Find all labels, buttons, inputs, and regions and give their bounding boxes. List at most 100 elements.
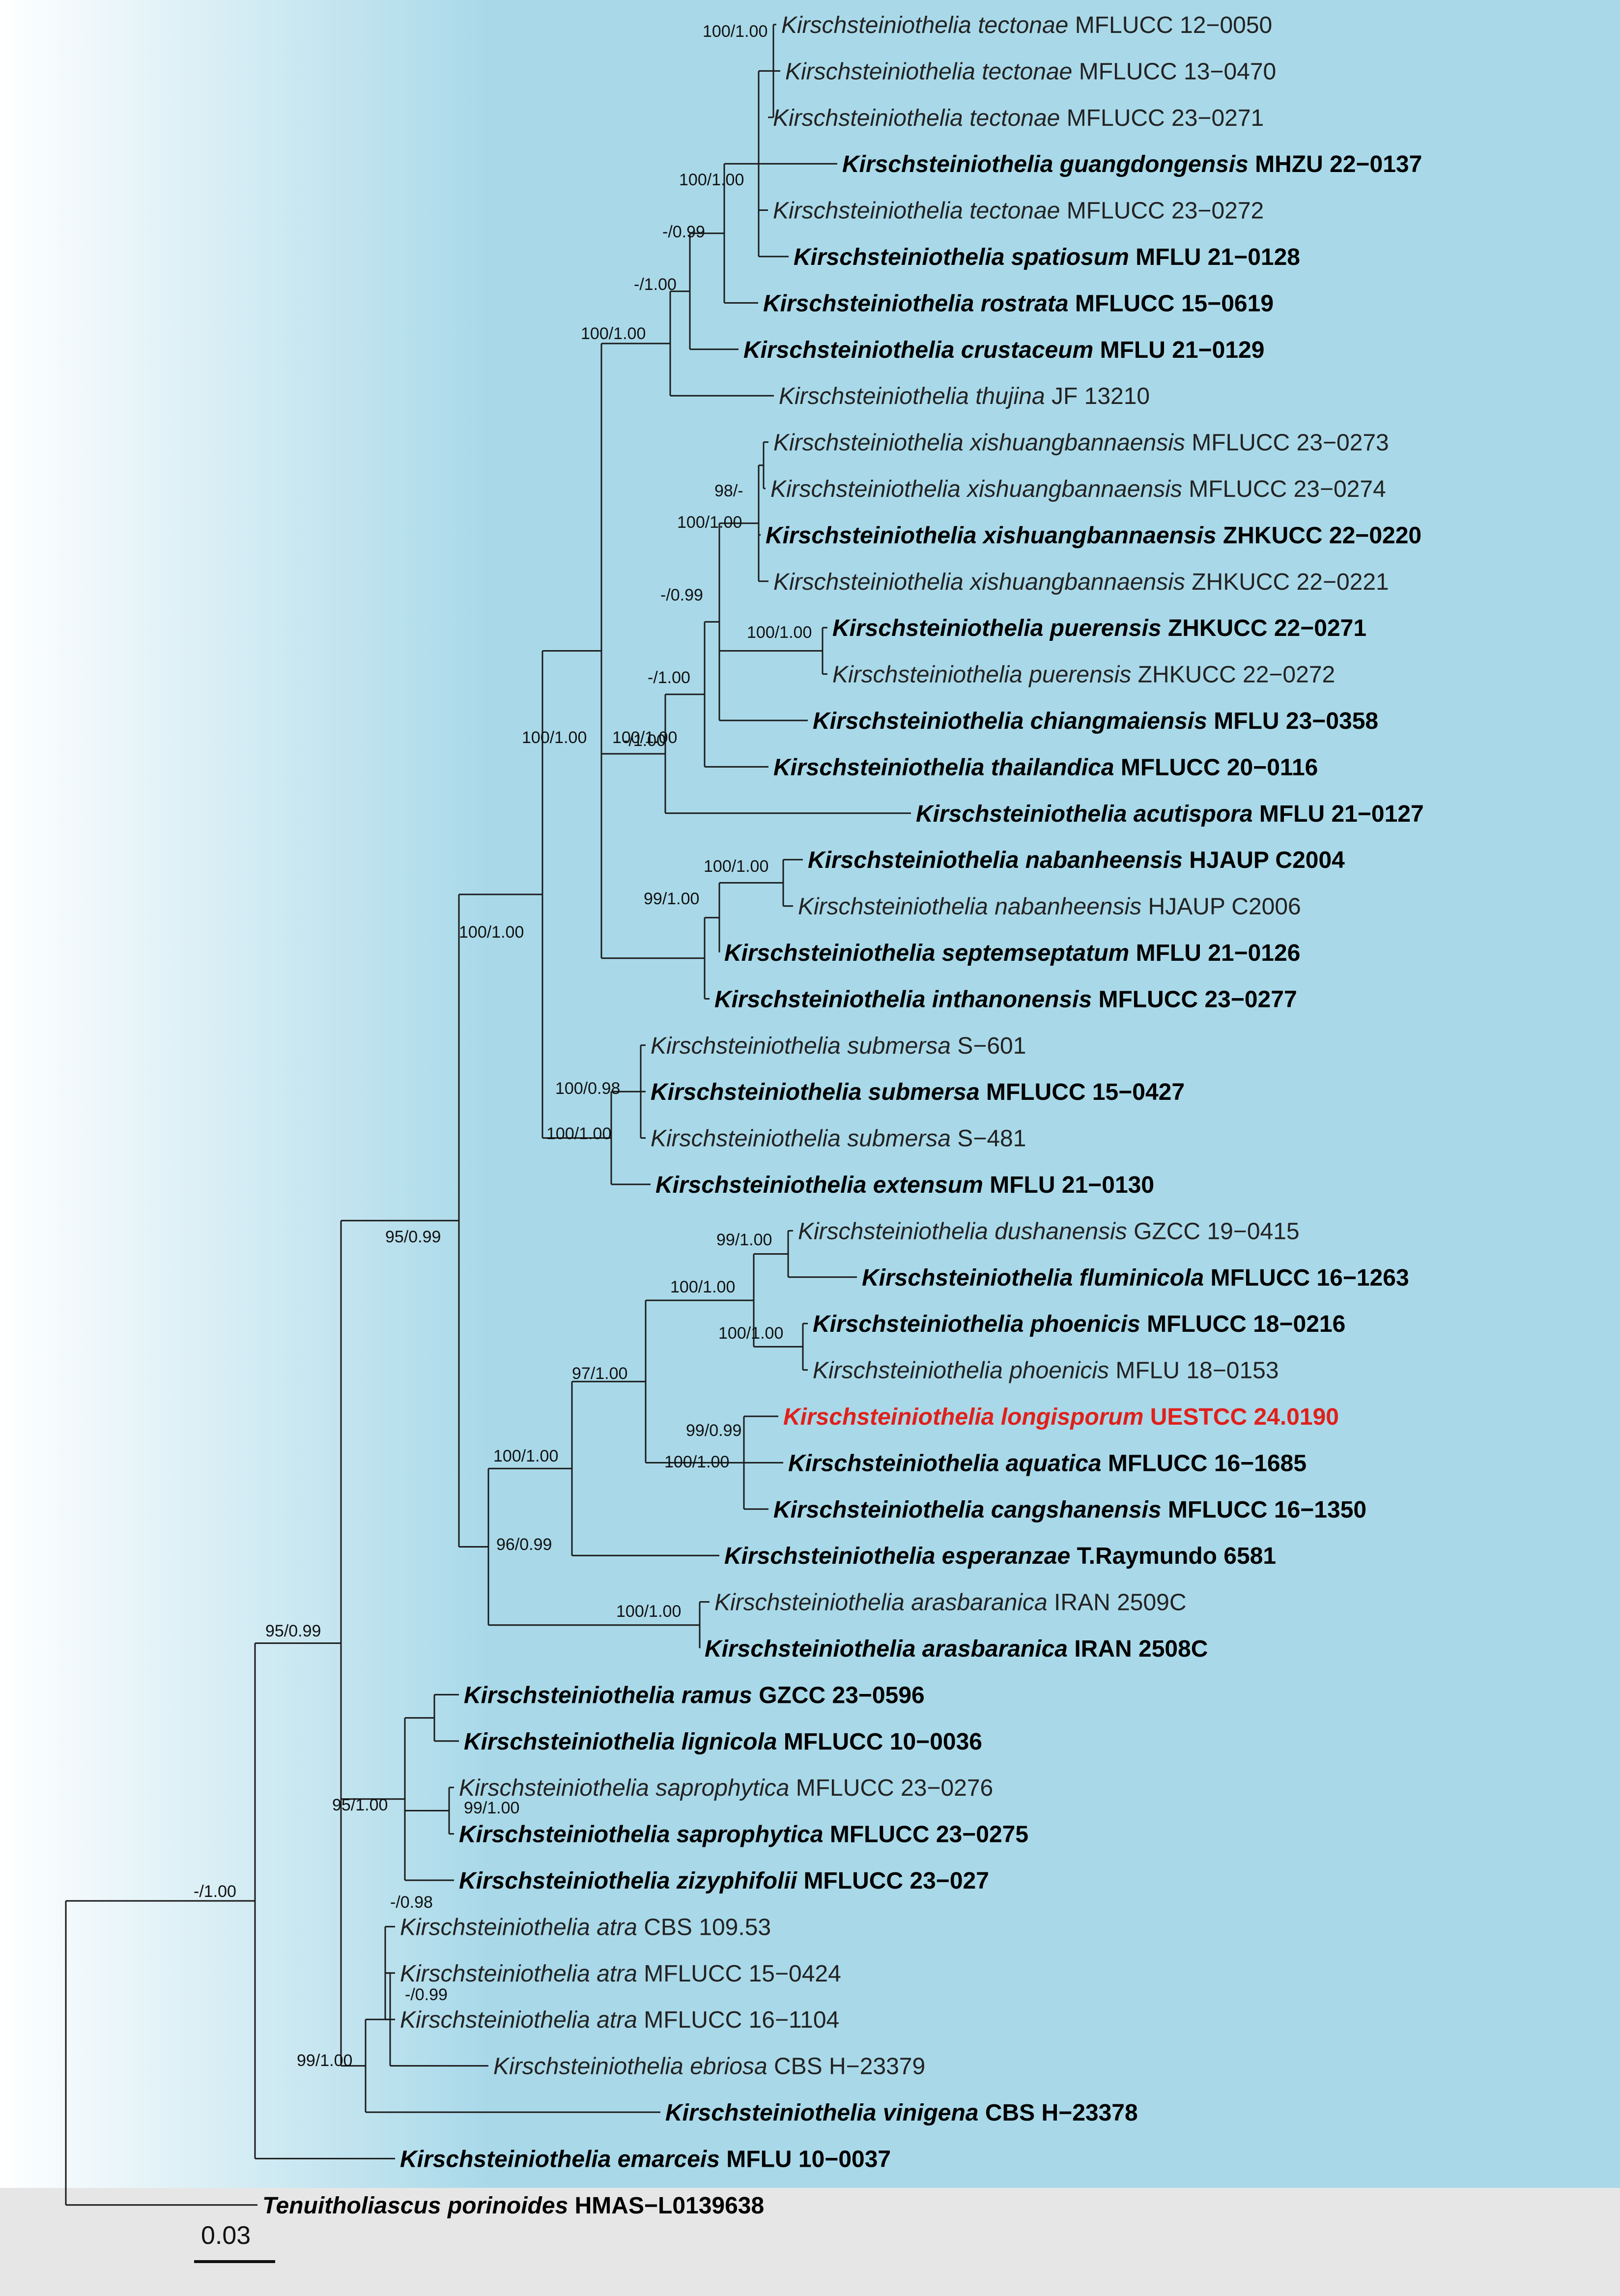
tip-epithet: nabanheensis — [1025, 847, 1189, 873]
tip-strain: MFLUCC 18−0216 — [1147, 1311, 1345, 1337]
tip-strain: MFLU 21−0129 — [1100, 337, 1265, 363]
tip-epithet: cangshanensis — [991, 1497, 1168, 1523]
support-value: 100/1.00 — [704, 857, 768, 876]
tip-strain: MFLUCC 15−0424 — [644, 1961, 841, 1987]
tip-genus: Kirschsteiniothelia — [714, 1590, 911, 1616]
tip-label: Kirschsteiniothelia longisporum UESTCC 2… — [783, 1404, 1339, 1430]
tip-genus: Kirschsteiniothelia — [813, 708, 1030, 734]
tip-label: Kirschsteiniothelia dushanensis GZCC 19−… — [798, 1218, 1300, 1244]
tip-strain: MFLUCC 15−0427 — [986, 1079, 1185, 1105]
support-value: 99/1.00 — [644, 890, 699, 908]
tip-epithet: aquatica — [1006, 1450, 1108, 1476]
tip-strain: GZCC 19−0415 — [1134, 1218, 1300, 1244]
support-value: 95/1.00 — [332, 1796, 388, 1814]
tip-strain: CBS 109.53 — [644, 1914, 771, 1940]
outgroup-background — [0, 2188, 1620, 2296]
tip-strain: IRAN 2508C — [1074, 1636, 1208, 1662]
support-value: -/0.99 — [660, 586, 703, 604]
tip-strain: MFLUCC 10−0036 — [784, 1729, 982, 1755]
tip-genus: Kirschsteiniothelia — [842, 151, 1060, 177]
tip-epithet: xishuangbannaensis — [969, 569, 1192, 595]
tip-strain: GZCC 23−0596 — [759, 1682, 925, 1708]
tip-genus: Kirschsteiniothelia — [770, 476, 967, 502]
tip-label: Kirschsteiniothelia saprophytica MFLUCC … — [459, 1822, 1028, 1848]
tip-strain: MFLUCC 13−0470 — [1079, 58, 1277, 85]
tip-epithet: emarceis — [618, 2146, 727, 2172]
tip-label: Kirschsteiniothelia crustaceum MFLU 21−0… — [743, 337, 1264, 363]
tip-genus: Kirschsteiniothelia — [724, 940, 942, 966]
tip-strain: MFLU 21−0130 — [990, 1172, 1154, 1198]
tip-genus: Kirschsteiniothelia — [773, 198, 969, 224]
support-value: 100/1.00 — [679, 171, 744, 189]
tip-label: Kirschsteiniothelia atra MFLUCC 15−0424 — [400, 1961, 841, 1987]
support-value: 100/1.00 — [664, 1453, 729, 1471]
support-value: 99/1.00 — [464, 1799, 519, 1817]
support-value: 99/0.99 — [686, 1421, 741, 1440]
tip-label: Kirschsteiniothelia submersa MFLUCC 15−0… — [651, 1079, 1185, 1105]
tip-epithet: atra — [597, 1961, 644, 1987]
tip-label: Kirschsteiniothelia guangdongensis MHZU … — [842, 151, 1422, 177]
tip-strain: S−481 — [957, 1126, 1026, 1152]
tip-genus: Kirschsteiniothelia — [808, 847, 1025, 873]
tip-epithet: xishuangbannaensis — [982, 522, 1223, 548]
tip-label: Kirschsteiniothelia xishuangbannaensis Z… — [773, 569, 1389, 595]
tip-strain: MFLUCC 23−0271 — [1067, 105, 1264, 131]
tip-genus: Kirschsteiniothelia — [400, 1961, 597, 1987]
scale-bar-label: 0.03 — [201, 2221, 251, 2250]
tip-strain: UESTCC 24.0190 — [1150, 1404, 1339, 1430]
tip-genus: Kirschsteiniothelia — [714, 986, 932, 1012]
tip-label: Kirschsteiniothelia submersa S−481 — [651, 1126, 1026, 1152]
tip-epithet: submersa — [868, 1079, 986, 1105]
tip-label: Kirschsteiniothelia arasbaranica IRAN 25… — [714, 1590, 1187, 1616]
tip-strain: MFLUCC 12−0050 — [1075, 12, 1273, 38]
support-value: -/1.00 — [623, 731, 666, 750]
tip-genus: Kirschsteiniothelia — [400, 1914, 597, 1940]
tip-strain: ZHKUCC 22−0220 — [1223, 522, 1421, 548]
tip-epithet: arasbaranica — [911, 1590, 1054, 1616]
tip-epithet: fluminicola — [1080, 1265, 1211, 1291]
tip-genus: Kirschsteiniothelia — [766, 522, 983, 548]
support-value: 100/1.00 — [493, 1447, 558, 1465]
tip-genus: Kirschsteiniothelia — [788, 1450, 1006, 1476]
support-value: 100/1.00 — [546, 1124, 611, 1143]
tip-label: Kirschsteiniothelia inthanonensis MFLUCC… — [714, 986, 1297, 1012]
tip-epithet: saprophytica — [677, 1822, 830, 1848]
support-value: 95/0.99 — [385, 1228, 441, 1246]
tip-epithet: tectonae — [969, 198, 1066, 224]
tip-epithet: tectonae — [978, 12, 1075, 38]
tip-label: Kirschsteiniothelia vinigena CBS H−23378 — [665, 2100, 1138, 2126]
tip-strain: T.Raymundo 6581 — [1077, 1543, 1276, 1569]
tip-strain: ZHKUCC 22−0271 — [1168, 615, 1366, 641]
tip-epithet: saprophytica — [655, 1775, 796, 1801]
tip-label: Tenuitholiascus porinoides HMAS−L0139638 — [262, 2193, 764, 2219]
tip-epithet: longisporum — [1001, 1404, 1150, 1430]
tip-labels: Kirschsteiniothelia tectonae MFLUCC 12−0… — [262, 12, 1424, 2219]
tip-epithet: tectonae — [969, 105, 1066, 131]
tip-genus: Kirschsteiniothelia — [798, 1218, 995, 1244]
tip-label: Kirschsteiniothelia ramus GZCC 23−0596 — [464, 1682, 925, 1708]
tip-label: Kirschsteiniothelia ebriosa CBS H−23379 — [493, 2054, 925, 2080]
tip-label: Kirschsteiniothelia cangshanensis MFLUCC… — [773, 1497, 1366, 1523]
tip-epithet: submersa — [847, 1033, 957, 1059]
tip-label: Kirschsteiniothelia aquatica MFLUCC 16−1… — [788, 1450, 1307, 1476]
tip-epithet: puerensis — [1028, 662, 1137, 688]
tip-genus: Kirschsteiniothelia — [798, 894, 995, 920]
tip-genus: Kirschsteiniothelia — [464, 1682, 682, 1708]
tip-label: Kirschsteiniothelia phoenicis MFLUCC 18−… — [813, 1311, 1345, 1337]
tip-epithet: inthanonensis — [932, 986, 1099, 1012]
tip-epithet: ramus — [682, 1682, 759, 1708]
tip-epithet: xishuangbannaensis — [966, 476, 1189, 502]
tip-genus: Kirschsteiniothelia — [813, 1358, 1009, 1384]
support-value: -/0.99 — [662, 223, 705, 241]
tip-genus: Tenuitholiascus — [262, 2193, 448, 2219]
tip-label: Kirschsteiniothelia septemseptatum MFLU … — [724, 940, 1300, 966]
tip-epithet: phoenicis — [1029, 1311, 1147, 1337]
tip-genus: Kirschsteiniothelia — [459, 1822, 677, 1848]
tip-genus: Kirschsteiniothelia — [779, 383, 975, 409]
tip-strain: MFLUCC 23−0277 — [1098, 986, 1297, 1012]
tip-label: Kirschsteiniothelia thailandica MFLUCC 2… — [773, 754, 1318, 780]
tip-genus: Kirschsteiniothelia — [655, 1172, 873, 1198]
tip-strain: MFLU 21−0127 — [1259, 801, 1424, 827]
support-value: 99/1.00 — [716, 1231, 772, 1249]
